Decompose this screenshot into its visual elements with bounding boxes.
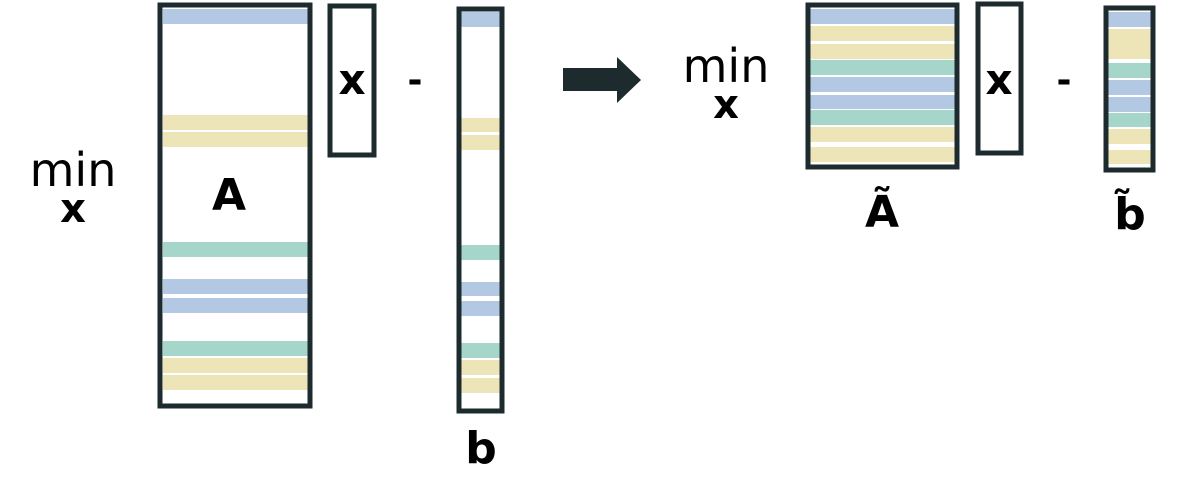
vector-b-tilde	[1103, 5, 1156, 173]
matrix-a	[157, 2, 313, 409]
matrix-a-tilde-label: Ã	[865, 185, 899, 238]
vector-b-entry-yellow	[461, 378, 501, 393]
right-arrow-icon	[563, 57, 641, 103]
matrix-a-tilde-row-blue	[810, 77, 955, 92]
vector-b-tilde-entry-yellow	[1108, 44, 1151, 59]
vector-b-entry-green	[461, 245, 501, 260]
matrix-a-row-green	[163, 341, 308, 356]
vector-b-entry-yellow	[461, 135, 501, 150]
matrix-a-row-yellow	[163, 358, 308, 373]
matrix-a-row-yellow	[163, 115, 308, 130]
vector-x-right	[975, 1, 1024, 156]
minus-sign-left: -	[408, 60, 423, 101]
vector-b-tilde-entry-green	[1108, 113, 1151, 127]
vector-x-right-label: x	[985, 55, 1012, 104]
matrix-a-row-yellow	[163, 132, 308, 147]
matrix-a-tilde-row-yellow	[810, 147, 955, 162]
matrix-a-tilde-row-green	[810, 60, 955, 75]
matrix-a-tilde-row-green	[810, 110, 955, 125]
vector-b-tilde-label: b̃	[1114, 187, 1146, 240]
vector-b-tilde-entry-blue	[1108, 80, 1151, 95]
vector-b-tilde-entry-yellow	[1108, 129, 1151, 144]
vector-b-entry-blue	[461, 301, 501, 316]
matrix-a-row-blue	[163, 279, 308, 294]
matrix-a-tilde-row-yellow	[810, 44, 955, 59]
vector-b-tilde-entry-green	[1108, 63, 1151, 78]
vector-b-tilde-entry-blue	[1108, 12, 1151, 27]
matrix-a-row-blue	[163, 298, 308, 313]
matrix-a-tilde-row-yellow	[810, 127, 955, 142]
vector-x-left	[327, 3, 377, 158]
vector-x-left-label: x	[338, 55, 365, 104]
matrix-a-row-blue	[163, 9, 308, 24]
left-min-variable: x	[60, 186, 86, 232]
right-min-label: min	[683, 39, 770, 93]
vector-b-entry-green	[461, 343, 501, 358]
matrix-a-label: A	[212, 170, 246, 221]
vector-b-label: b	[465, 423, 497, 474]
matrix-a-tilde	[805, 2, 960, 170]
vector-b-entry-blue	[461, 282, 501, 296]
matrix-a-row-yellow	[163, 375, 308, 390]
vector-b-entry-yellow	[461, 118, 501, 132]
matrix-a-row-green	[163, 242, 308, 257]
vector-b	[456, 6, 505, 414]
vector-b-entry-yellow	[461, 360, 501, 375]
matrix-a-tilde-row-blue	[810, 95, 955, 109]
right-min-variable: x	[713, 82, 739, 128]
vector-b-tilde-entry-yellow	[1108, 150, 1151, 164]
minus-sign-right: -	[1057, 60, 1072, 101]
matrix-a-tilde-row-yellow	[810, 26, 955, 41]
vector-b-tilde-entry-yellow	[1108, 29, 1151, 44]
left-min-label: min	[30, 143, 117, 197]
matrix-a-tilde-row-blue	[810, 9, 955, 24]
vector-b-tilde-entry-blue	[1108, 97, 1151, 112]
vector-b-entry-blue	[461, 12, 501, 27]
